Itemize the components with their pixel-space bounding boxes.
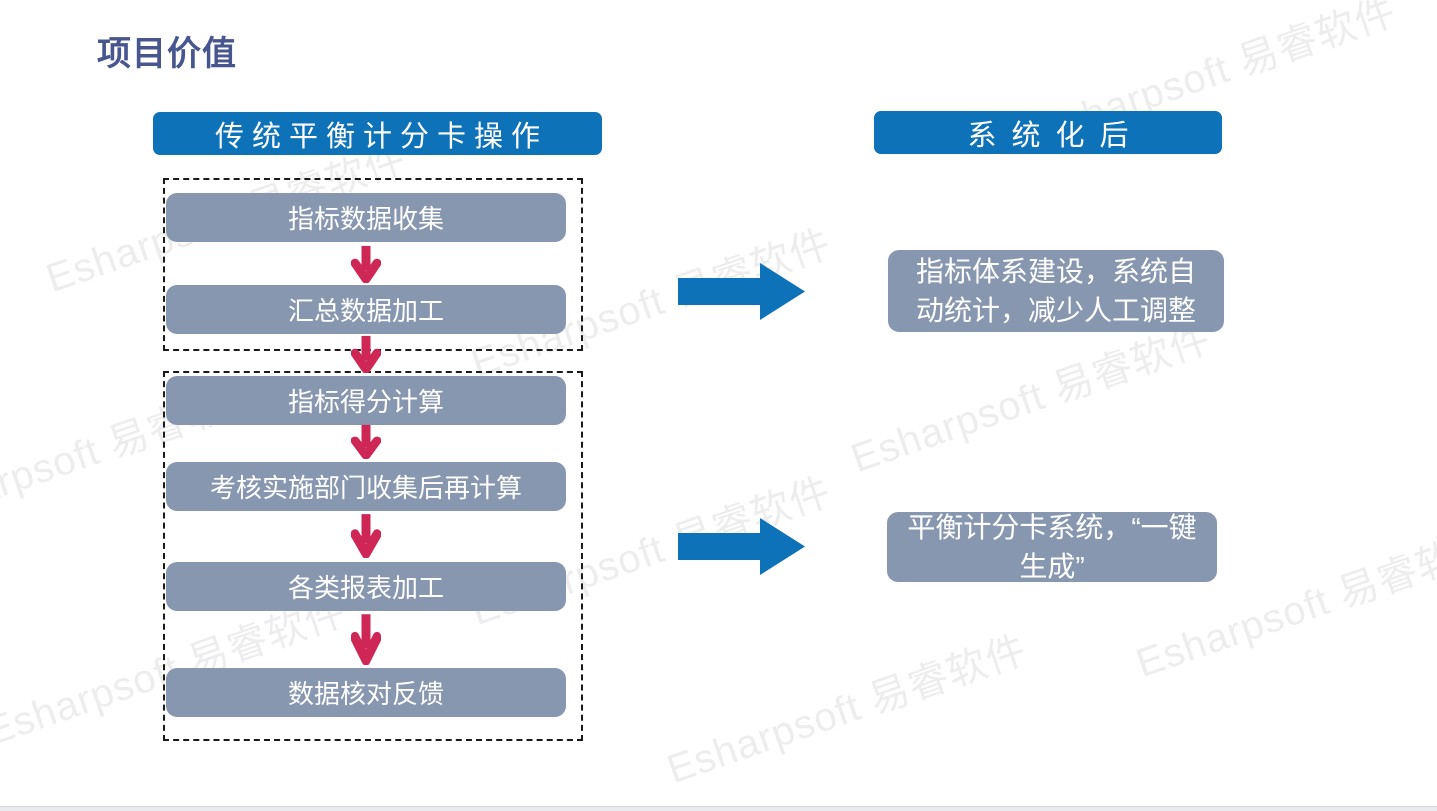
right-column-header: 系统化后 (874, 111, 1222, 154)
bottom-edge-strip (0, 806, 1437, 811)
left-column-header: 传统平衡计分卡操作 (153, 112, 602, 155)
benefit-box-indicator-system: 指标体系建设，系统自动统计，减少人工调整 (888, 250, 1224, 332)
benefit-box-one-click: 平衡计分卡系统，“一键生成” (887, 512, 1217, 582)
step-box-collect-data: 指标数据收集 (166, 193, 566, 242)
dashed-group-1 (163, 178, 583, 351)
step-box-report-work: 各类报表加工 (166, 562, 566, 611)
right-arrow-icon (678, 263, 805, 320)
page-title: 项目价值 (97, 35, 237, 73)
right-arrow-icon (678, 518, 805, 575)
step-box-data-feedback: 数据核对反馈 (166, 668, 566, 717)
step-box-score-calc: 指标得分计算 (166, 376, 566, 425)
down-arrow-icon (351, 613, 381, 665)
step-box-summarize-data: 汇总数据加工 (166, 285, 566, 334)
step-box-dept-recalc: 考核实施部门收集后再计算 (166, 462, 566, 511)
down-arrow-icon (351, 245, 381, 283)
down-arrow-icon (351, 424, 381, 459)
down-arrow-icon (351, 513, 381, 558)
down-arrow-icon (351, 335, 381, 373)
dashed-group-2 (163, 371, 583, 741)
